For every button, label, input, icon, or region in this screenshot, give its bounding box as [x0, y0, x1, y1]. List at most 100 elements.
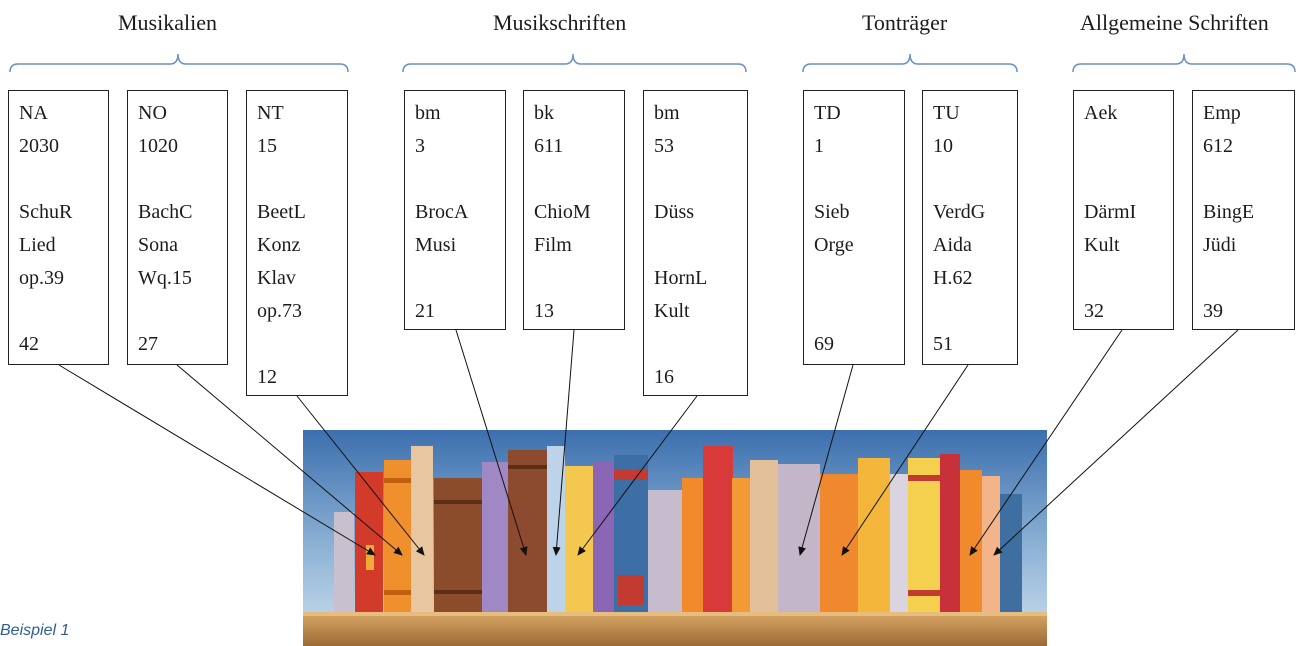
card-line: [933, 295, 1017, 328]
catalog-card-na: NA 2030 SchuR Lied op.39 42: [8, 90, 109, 365]
card-line: TU: [933, 102, 960, 124]
catalog-card-emp: Emp 612 BingE Jüdi 39: [1192, 90, 1295, 330]
card-line: [1084, 163, 1173, 196]
card-line: [933, 163, 1017, 196]
card-line: [1203, 262, 1294, 295]
card-line: Sieb: [814, 201, 850, 223]
group-title-musikalien: Musikalien: [118, 10, 217, 35]
card-line: H.62: [933, 267, 973, 289]
card-line: [1084, 130, 1173, 163]
card-line: Orge: [814, 234, 854, 256]
card-line: BeetL: [257, 201, 306, 223]
card-line: BrocA: [415, 201, 469, 223]
card-line: bk: [534, 102, 554, 124]
card-line: Wq.15: [138, 267, 192, 289]
card-line: [257, 163, 347, 196]
card-line: Lied: [19, 234, 56, 256]
caption: Beispiel 1: [0, 622, 70, 639]
card-line: 12: [257, 366, 277, 388]
card-line: 53: [654, 135, 674, 157]
catalog-card-aek: Aek DärmI Kult 32: [1073, 90, 1174, 330]
card-line: 69: [814, 333, 834, 355]
card-line: VerdG: [933, 201, 986, 223]
catalog-card-nt: NT 15 BeetL Konz Klav op.73 12: [246, 90, 348, 396]
card-line: [654, 328, 747, 361]
card-line: 1020: [138, 135, 178, 157]
card-line: NO: [138, 102, 167, 124]
card-line: Klav: [257, 267, 296, 289]
card-line: Sona: [138, 234, 178, 256]
card-line: DärmI: [1084, 201, 1137, 223]
card-line: 39: [1203, 300, 1223, 322]
card-line: BachC: [138, 201, 193, 223]
card-line: [814, 295, 904, 328]
card-line: [534, 262, 624, 295]
card-line: [19, 163, 108, 196]
card-line: [415, 163, 505, 196]
card-line: 32: [1084, 300, 1104, 322]
card-line: 42: [19, 333, 39, 355]
card-line: 16: [654, 366, 674, 388]
catalog-card-bk: bk 611 ChioM Film 13: [523, 90, 625, 330]
card-line: 611: [534, 135, 564, 157]
brace-allgemeine-schriften: [1072, 53, 1296, 73]
card-line: [257, 328, 347, 361]
card-line: Aek: [1084, 102, 1118, 124]
card-line: NT: [257, 102, 284, 124]
card-line: Jüdi: [1203, 234, 1237, 256]
card-line: Musi: [415, 234, 457, 256]
card-line: [1203, 163, 1294, 196]
catalog-card-bm-3: bm 3 BrocA Musi 21: [404, 90, 506, 330]
catalog-card-tu: TU 10 VerdG Aida H.62 51: [922, 90, 1018, 365]
card-line: [415, 262, 505, 295]
card-line: bm: [654, 102, 680, 124]
card-line: op.73: [257, 300, 302, 322]
card-line: Kult: [1084, 234, 1120, 256]
card-line: NA: [19, 102, 48, 124]
card-line: ChioM: [534, 201, 591, 223]
group-title-tontraeger: Tonträger: [862, 10, 948, 35]
card-line: 15: [257, 135, 277, 157]
card-line: 10: [933, 135, 953, 157]
card-line: bm: [415, 102, 441, 124]
card-line: Konz: [257, 234, 301, 256]
card-line: [1084, 262, 1173, 295]
card-line: Kult: [654, 300, 690, 322]
card-line: Düss: [654, 201, 695, 223]
card-line: 3: [415, 135, 425, 157]
card-line: 612: [1203, 135, 1233, 157]
card-line: 2030: [19, 135, 59, 157]
card-line: Emp: [1203, 102, 1241, 124]
card-line: SchuR: [19, 201, 73, 223]
card-line: [138, 295, 227, 328]
card-line: [654, 229, 747, 262]
card-line: [534, 163, 624, 196]
card-line: [814, 163, 904, 196]
bookshelf-image: [303, 430, 1047, 646]
card-line: 27: [138, 333, 158, 355]
catalog-card-td: TD 1 Sieb Orge 69: [803, 90, 905, 365]
card-line: [814, 262, 904, 295]
card-line: TD: [814, 102, 841, 124]
card-line: [138, 163, 227, 196]
card-line: HornL: [654, 267, 708, 289]
catalog-card-bm-53: bm 53 Düss HornL Kult 16: [643, 90, 748, 396]
group-title-musikschriften: Musikschriften: [493, 10, 627, 35]
brace-tontraeger: [802, 53, 1018, 73]
card-line: [654, 163, 747, 196]
brace-musikschriften: [402, 53, 747, 73]
arrows: [58, 329, 1239, 556]
card-line: Film: [534, 234, 572, 256]
card-line: op.39: [19, 267, 64, 289]
group-title-allgemeine-schriften: Allgemeine Schriften: [1080, 10, 1269, 35]
brace-musikalien: [9, 53, 349, 73]
card-line: 1: [814, 135, 824, 157]
card-line: Aida: [933, 234, 972, 256]
card-line: 21: [415, 300, 435, 322]
card-line: 13: [534, 300, 554, 322]
card-line: BingE: [1203, 201, 1255, 223]
card-line: [19, 295, 108, 328]
card-line: 51: [933, 333, 953, 355]
catalog-card-no: NO 1020 BachC Sona Wq.15 27: [127, 90, 228, 365]
